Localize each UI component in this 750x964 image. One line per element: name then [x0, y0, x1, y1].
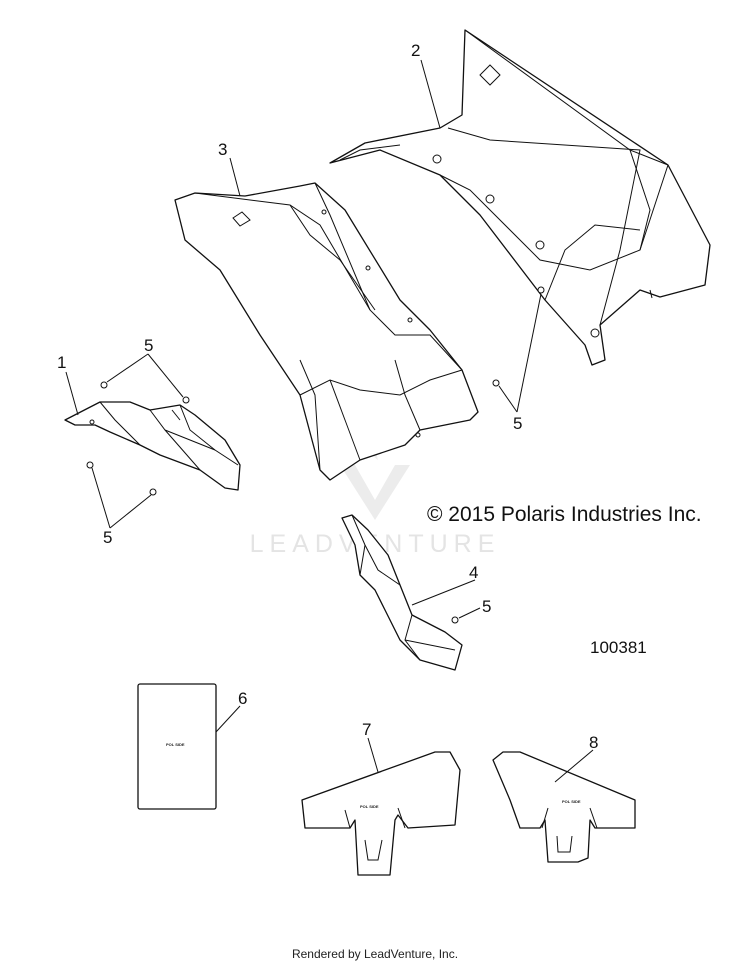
- callout-2: 2: [411, 41, 420, 60]
- callout-7: 7: [362, 720, 371, 739]
- callout-4: 4: [469, 563, 478, 582]
- part-3-mid-panel: [174, 182, 479, 481]
- leader-lines: [65, 59, 594, 783]
- part-6-decal-text: POL SIDE: [166, 742, 185, 747]
- fastener-icon: [86, 461, 94, 469]
- callout-3: 3: [218, 140, 227, 159]
- footer-text: Rendered by LeadVenture, Inc.: [292, 947, 458, 961]
- drawing-number: 100381: [590, 638, 647, 657]
- fastener-icon: [451, 616, 459, 624]
- fastener-icon: [492, 379, 500, 387]
- copyright-text: © 2015 Polaris Industries Inc.: [427, 503, 702, 526]
- part-8-decal-text: POL SIDE: [562, 799, 581, 804]
- part-2-rear-panel: [329, 29, 711, 366]
- callout-5-right: 5: [513, 414, 522, 433]
- callout-5-upper-left: 5: [144, 336, 153, 355]
- callout-8: 8: [589, 733, 598, 752]
- watermark-logo-icon: [340, 465, 410, 520]
- part-8-mud-flap: POL SIDE: [492, 751, 636, 863]
- part-5-fasteners: [86, 286, 545, 624]
- callout-1: 1: [57, 353, 66, 372]
- fastener-icon: [182, 396, 190, 404]
- fastener-icon: [149, 488, 157, 496]
- part-7-mud-flap: POL SIDE: [301, 751, 461, 876]
- callout-6: 6: [238, 689, 247, 708]
- part-7-decal-text: POL SIDE: [360, 804, 379, 809]
- fastener-icon: [537, 286, 545, 294]
- part-1-side-guard: [64, 401, 241, 491]
- part-6-decal: POL SIDE: [137, 683, 217, 810]
- callout-5-lower-left: 5: [103, 528, 112, 547]
- callout-5-bottom: 5: [482, 597, 491, 616]
- fastener-icon: [100, 381, 108, 389]
- part-4-lower-guard: [341, 514, 463, 671]
- callouts: 2 3 1 5 5 5 4 5 6 7 8: [57, 41, 598, 752]
